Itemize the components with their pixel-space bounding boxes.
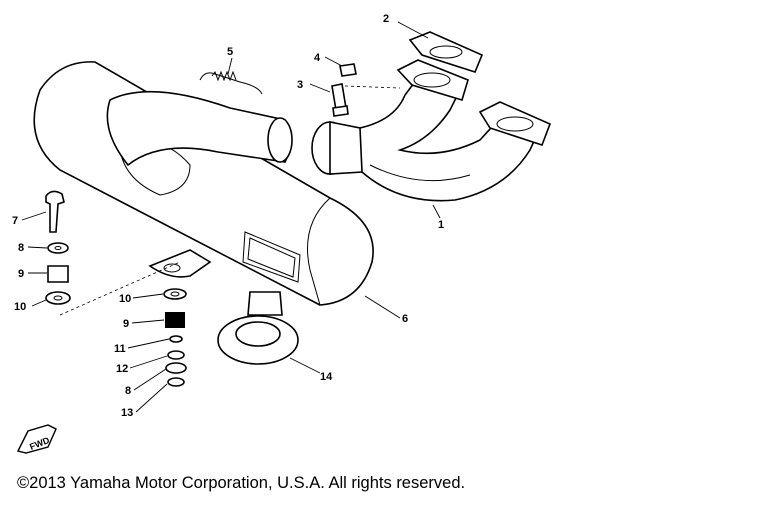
right-hardware-stack — [163, 288, 187, 387]
exhaust-pipe — [359, 59, 552, 202]
fwd-arrow-logo: FWD — [16, 424, 57, 454]
outlet-cone — [217, 291, 299, 365]
callout-13: 13 — [121, 407, 133, 419]
callout-4: 4 — [314, 52, 321, 64]
callout-5: 5 — [227, 46, 233, 58]
muffler-body — [33, 61, 374, 306]
mount-bracket — [148, 249, 212, 278]
callout-9-left: 9 — [18, 268, 24, 280]
callout-9-right: 9 — [123, 318, 129, 330]
callout-6: 6 — [402, 313, 408, 325]
callout-10-left: 10 — [14, 301, 26, 313]
spring — [199, 70, 263, 95]
gasket — [408, 31, 484, 73]
callout-14: 14 — [320, 371, 333, 383]
inlet-pipe — [106, 90, 368, 175]
copyright-notice: ©2013 Yamaha Motor Corporation, U.S.A. A… — [17, 474, 466, 492]
callout-10-right: 10 — [119, 293, 131, 305]
callout-11: 11 — [114, 343, 126, 355]
guide-line-bolt — [344, 85, 401, 89]
callout-3: 3 — [297, 79, 303, 91]
bolt-and-nut — [331, 63, 357, 117]
callout-8-left: 8 — [18, 242, 24, 254]
callout-7: 7 — [12, 215, 18, 227]
callout-labels: 1 2 3 4 5 6 7 8 9 10 10 9 11 12 8 13 14 — [12, 13, 444, 419]
callout-8-right: 8 — [125, 385, 131, 397]
leader-lines — [21, 21, 441, 413]
callout-1: 1 — [438, 219, 444, 231]
callout-12: 12 — [116, 363, 128, 375]
callout-2: 2 — [383, 13, 389, 25]
guide-line-bracket — [59, 261, 181, 316]
left-hardware-stack — [45, 190, 71, 305]
